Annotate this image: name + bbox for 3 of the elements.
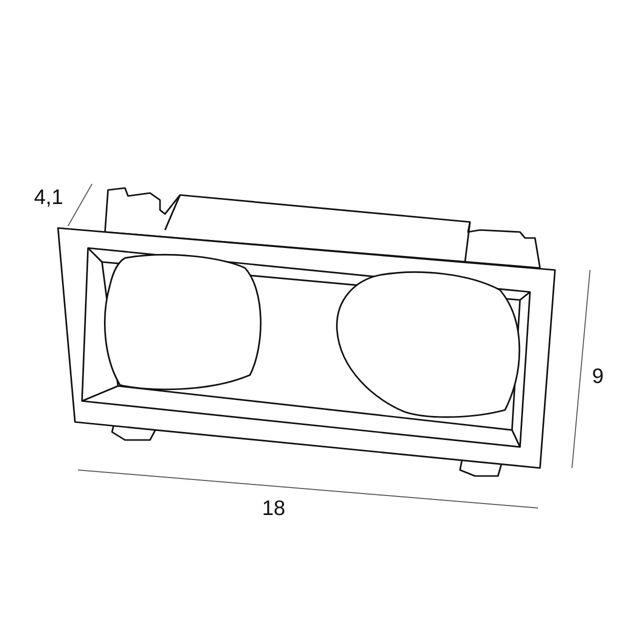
dimension-label: 18: [262, 498, 286, 519]
dimension-label: 4,1: [34, 187, 64, 208]
dimension-label: 9: [592, 366, 604, 387]
